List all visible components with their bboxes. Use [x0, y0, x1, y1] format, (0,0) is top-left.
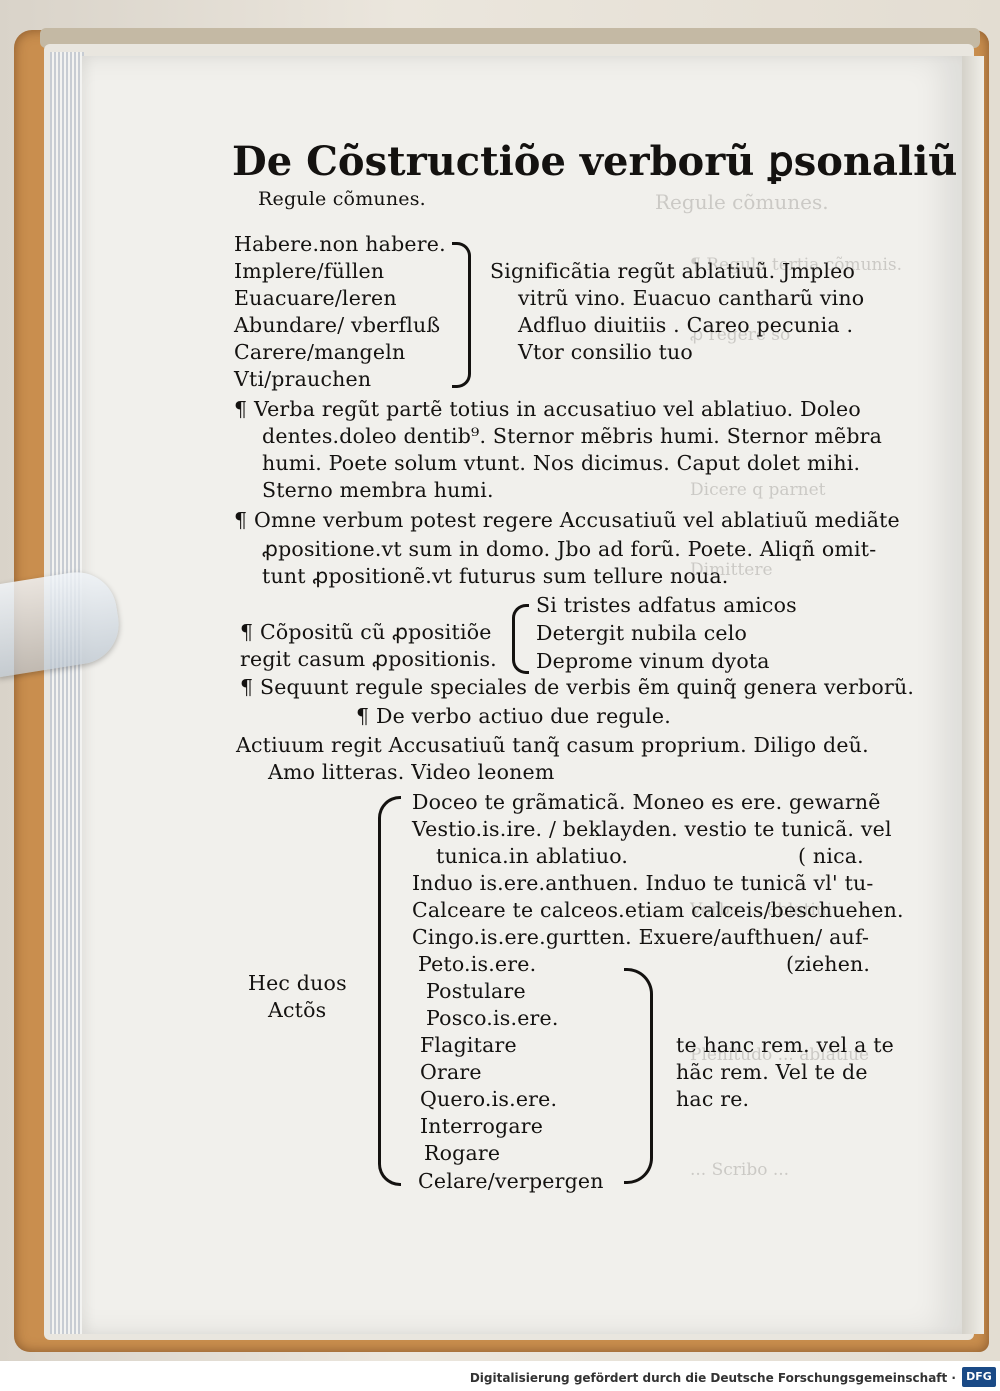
rule-line: Adfluo diuitiis . Careo pecunia . [518, 313, 854, 337]
verb-line: Celare/verpergen [418, 1169, 604, 1193]
bleed-text: ¶ Regula tertia cõmunis. [690, 255, 903, 275]
book-page [82, 56, 962, 1334]
verb-line: Carere/mangeln [234, 340, 406, 364]
rule-line: Vtor consilio tuo [518, 340, 693, 364]
verb-line: Rogare [424, 1141, 501, 1165]
paragraph-line: humi. Poete solum vtunt. Nos dicimus. Ca… [262, 451, 861, 475]
page-edges [50, 52, 84, 1334]
section-heading: ¶ De verbo actiuo due regule. [356, 704, 671, 728]
verb-line: Abundare/ vberfluß [234, 313, 441, 337]
example-line: Detergit nubila celo [536, 621, 748, 645]
bleed-text: ... Scribo ... [690, 1160, 790, 1180]
example-line: Si tristes adfatus amicos [536, 593, 797, 617]
verb-line: Cingo.is.ere.gurtten. Exuere/aufthuen/ a… [412, 925, 870, 949]
page-block-top-edge [40, 28, 980, 48]
example-line: Deprome vinum dyota [536, 649, 770, 673]
paragraph-line: ¶ Omne verbum potest regere Accusatiuũ v… [234, 508, 900, 532]
verb-line: ( nica. [798, 844, 864, 868]
verb-line: Implere/füllen [234, 259, 385, 283]
rule-label: Actõs [268, 998, 327, 1022]
verb-line: Habere.non habere. [234, 232, 446, 256]
paragraph-line: Actiuum regit Accusatiuũ tanq̃ casum pro… [236, 733, 869, 757]
bleed-text: Plenitudo ... ablatiue [690, 1045, 870, 1065]
bleed-text: Verbo ... ablatiui [690, 900, 833, 920]
verb-line: Interrogare [420, 1114, 544, 1138]
verb-line: (ziehen. [786, 952, 871, 976]
right-brace [452, 242, 471, 388]
rule-line: vitrũ vino. Euacuo cantharũ vino [518, 286, 865, 310]
rule-line: hac re. [676, 1087, 750, 1111]
paragraph-line: ¶ Verba regũt partẽ totius in accusatiuo… [234, 397, 861, 421]
left-brace [512, 604, 529, 674]
verb-line: Postulare [426, 979, 526, 1003]
rule-line: regit casum ꝓpositionis. [240, 647, 497, 671]
paragraph-line: Sterno membra humi. [262, 478, 494, 502]
paragraph-line: Amo litteras. Video leonem [268, 760, 555, 784]
bleed-text: Dimittere [690, 560, 773, 580]
verb-line: Flagitare [420, 1033, 517, 1057]
scan-background: Regule cõmunes. ¶ Regula tertia cõmunis.… [0, 0, 1000, 1361]
verb-line: Vestio.is.ire. / beklayden. vestio te tu… [412, 817, 892, 841]
verb-line: Doceo te grãmaticã. Moneo es ere. gewarn… [412, 790, 881, 814]
verb-line: Quero.is.ere. [420, 1087, 558, 1111]
large-left-brace [378, 796, 401, 1186]
funding-credit: Digitalisierung gefördert durch die Deut… [469, 1371, 956, 1385]
rule-line: ¶ Cõpositũ cũ ꝓpositiõe [240, 620, 492, 644]
bleed-text: Dicere q parnet [690, 480, 826, 500]
rule-line: te hanc rem. vel a te [676, 1033, 895, 1057]
verb-line: Euacuare/leren [234, 286, 397, 310]
bleed-text: ꝓ regere so [690, 325, 791, 345]
dfg-logo-icon: DFG [962, 1367, 996, 1387]
paragraph-line: ꝓpositione.vt sum in domo. Jbo ad forũ. … [262, 537, 877, 561]
right-brace [624, 968, 653, 1184]
rule-line: Significãtia regũt ablatiuũ. Jmpleo [490, 259, 856, 283]
page-title: De Cõstructiõe verborũ ꝑsonaliũ [232, 138, 958, 185]
verb-line: tunica.in ablatiuo. [436, 844, 629, 868]
verb-line: Induo is.ere.anthuen. Induo te tunicã vl… [412, 871, 874, 895]
page-subtitle: Regule cõmunes. [258, 188, 426, 210]
verb-line: Vti/prauchen [234, 367, 372, 391]
rule-line: hãc rem. Vel te de [676, 1060, 868, 1084]
verb-line: Posco.is.ere. [426, 1006, 559, 1030]
footer-bar [0, 1361, 1000, 1391]
verb-line: Orare [420, 1060, 482, 1084]
verb-line: Calceare te calceos.etiam calceis/beschu… [412, 898, 904, 922]
bleed-text: Regule cõmunes. [655, 190, 829, 214]
paragraph-line: ¶ Sequunt regule speciales de verbis ẽm … [240, 675, 915, 699]
facing-page-edge [962, 56, 984, 1334]
rule-label: Hec duos [248, 971, 347, 995]
paragraph-line: dentes.doleo dentib⁹. Sternor mẽbris hum… [262, 424, 883, 448]
verb-line: Peto.is.ere. [418, 952, 537, 976]
paragraph-line: tunt ꝓpositionẽ.vt futurus sum tellure n… [262, 564, 729, 588]
